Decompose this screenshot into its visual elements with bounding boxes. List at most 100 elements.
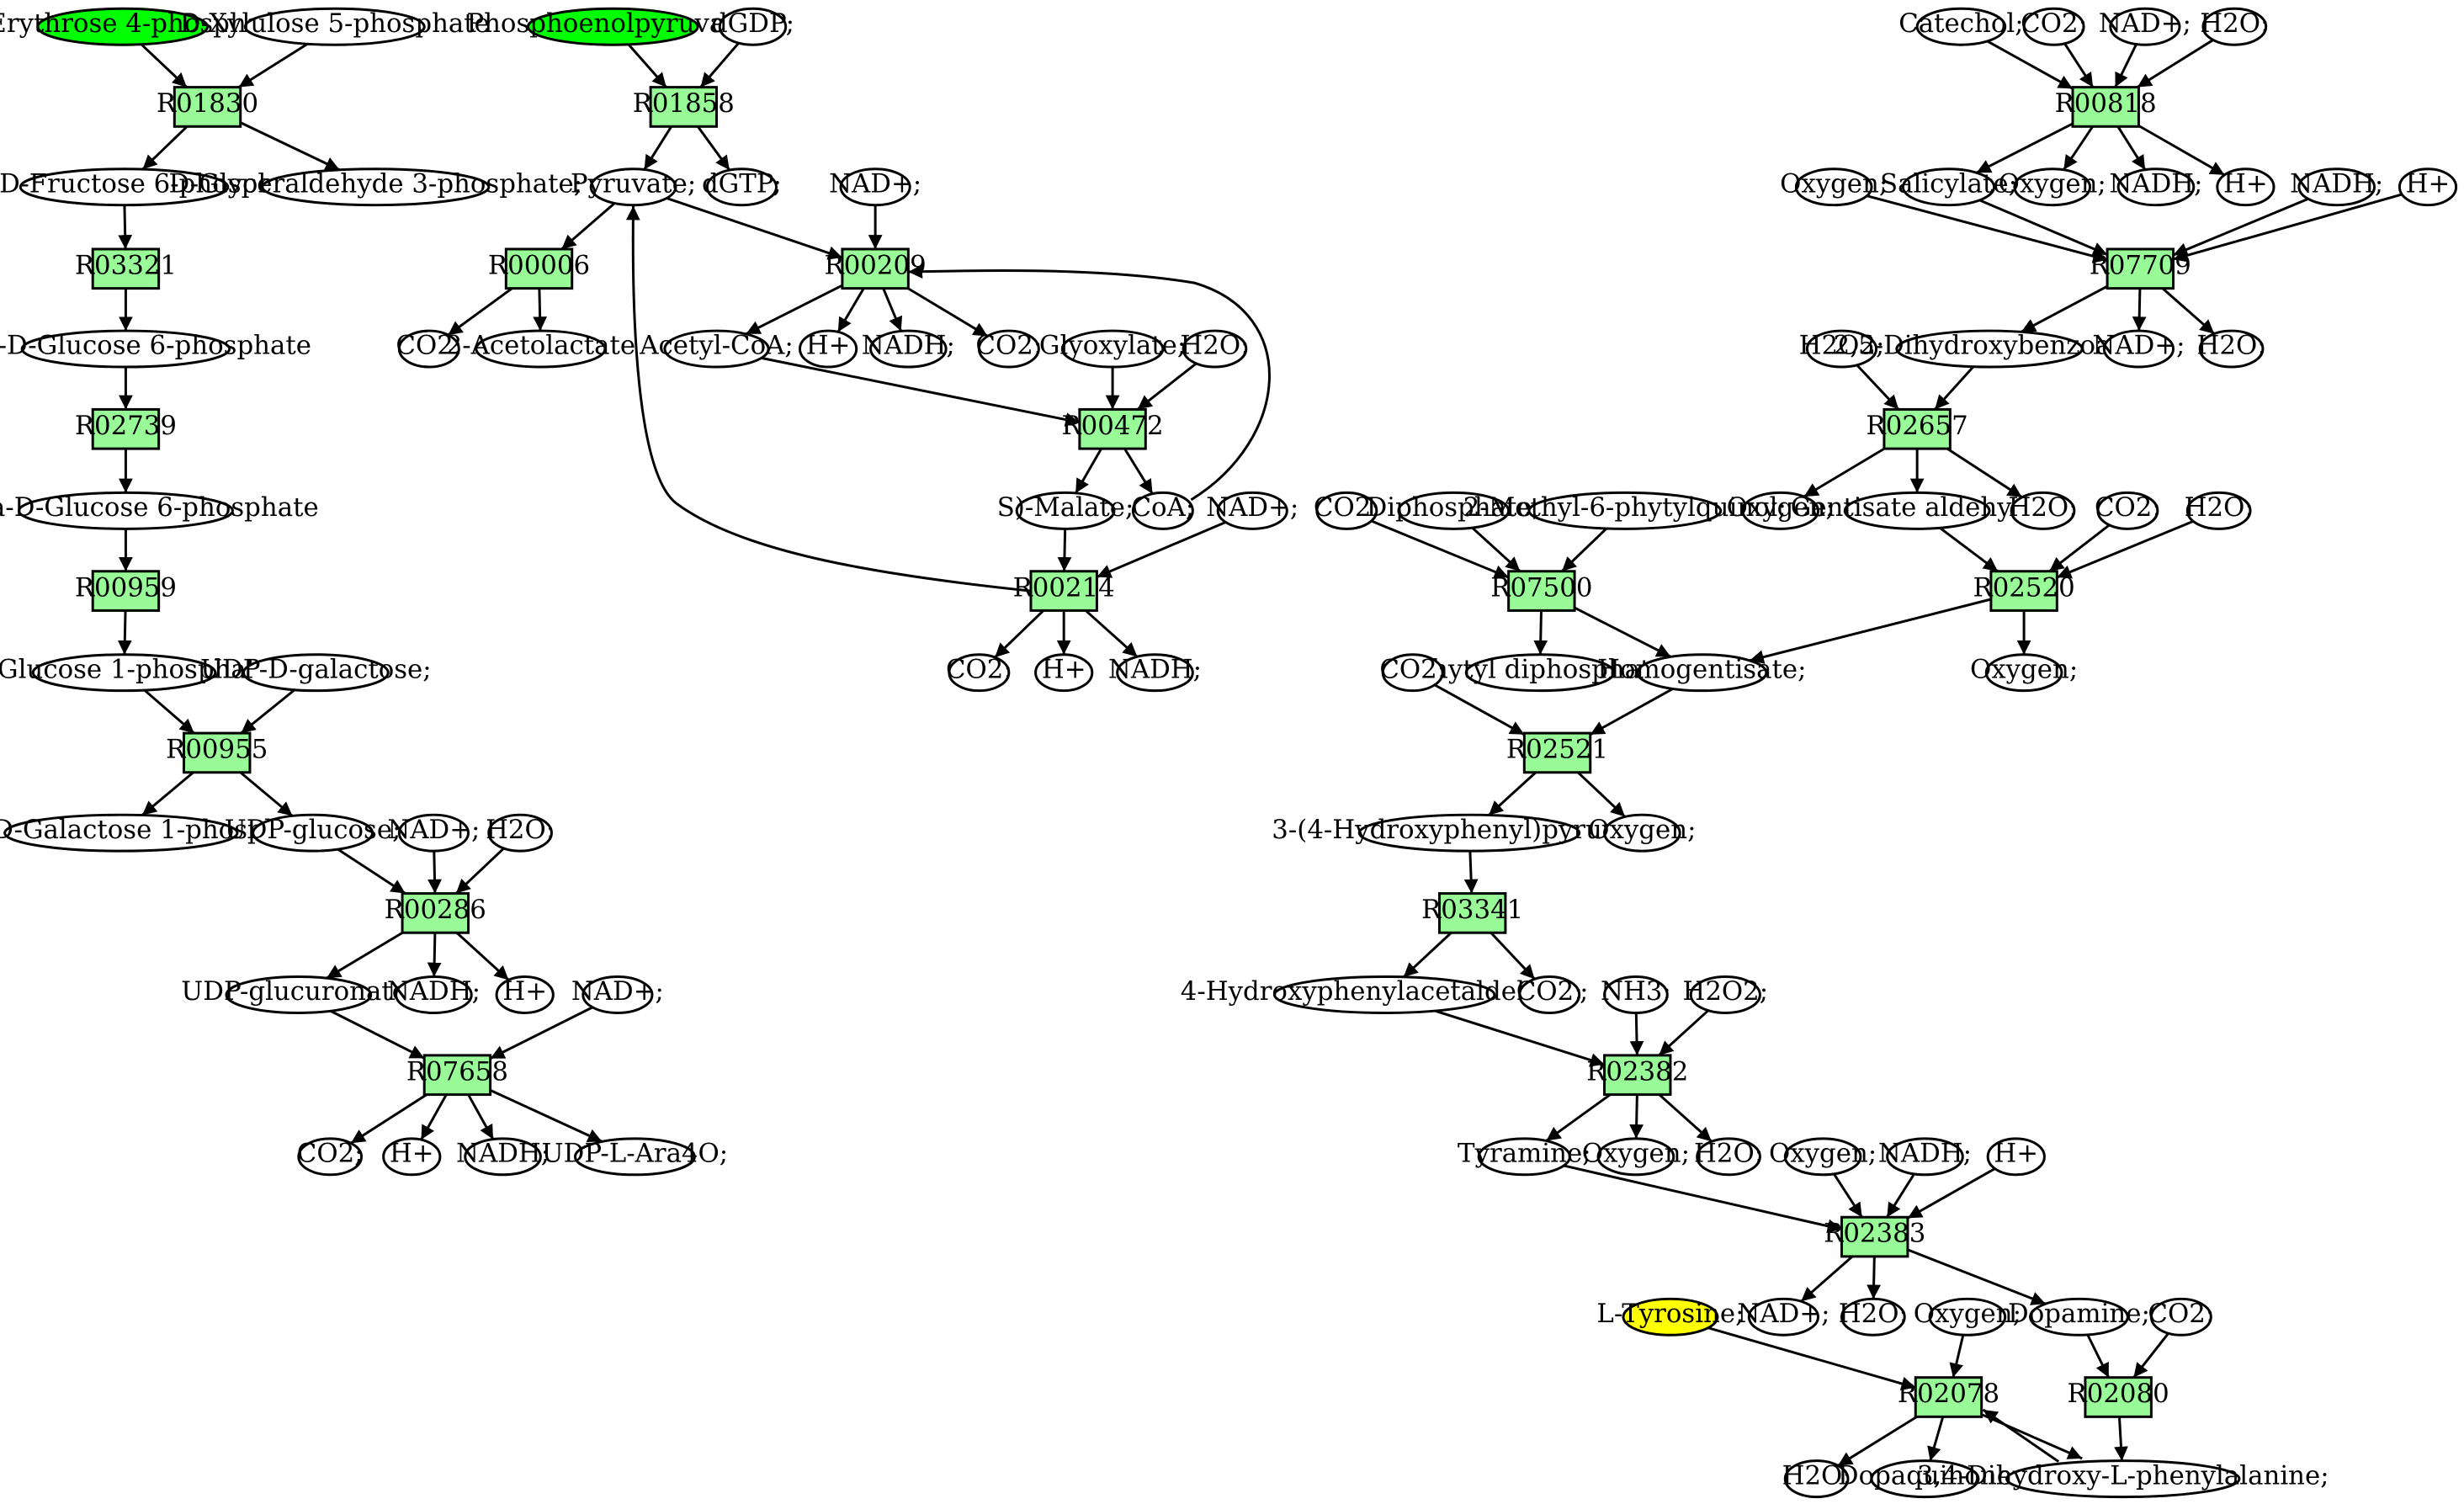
metabolite-node-oxygen_e[interactable]: Oxygen; (1588, 813, 1696, 853)
metabolite-node-phytyl[interactable]: Phytyl diphosphate (1414, 653, 1666, 693)
metabolite-node-aglc6p[interactable]: alpha-D-Glucose 6-phosphate (0, 491, 319, 530)
reaction-node-r00818[interactable]: R00818 (2055, 86, 2157, 128)
metabolite-node-bfru6p[interactable]: beta-D-Fructose 6-phosphate (0, 167, 316, 207)
metabolite-node-oxygen_g[interactable]: Oxygen; (1769, 1137, 1877, 1177)
metabolite-node-co2_f[interactable]: CO2; (2095, 491, 2161, 530)
metabolite-node-udpara[interactable]: UDP-L-Ara4O; (542, 1137, 729, 1177)
metabolite-node-oxygen_d[interactable]: Oxygen; (1970, 653, 2078, 693)
metabolite-node-h2o_e[interactable]: H2O; (2008, 491, 2078, 530)
metabolite-node-h2o_a[interactable]: H2O; (486, 813, 555, 853)
reaction-node-r02521[interactable]: R02521 (1506, 731, 1608, 774)
metabolite-node-co2_b[interactable]: CO2; (396, 329, 462, 369)
metabolite-node-h_a[interactable]: H+ (495, 975, 555, 1014)
metabolite-node-co2_i[interactable]: CO2; (1516, 975, 1583, 1014)
metabolite-node-oxygen_h[interactable]: Oxygen; (1914, 1297, 2021, 1337)
metabolite-node-nadh_a[interactable]: NADH; (387, 975, 481, 1014)
metabolite-node-nad_g[interactable]: NAD+; (1737, 1297, 1829, 1337)
metabolite-node-glyoxylate[interactable]: Glyoxylate; (1039, 329, 1186, 369)
metabolite-node-h_g[interactable]: H+ (1986, 1137, 2046, 1177)
metabolite-node-co2_d[interactable]: CO2; (946, 653, 1012, 693)
metabolite-node-dglyc3p[interactable]: D-Glyceraldehyde 3-phosphate; (169, 167, 583, 207)
metabolite-node-mpq[interactable]: 2-Methyl-6-phytylquinol; (1463, 491, 1787, 530)
metabolite-node-dgdp[interactable]: dGDP; (711, 7, 794, 46)
metabolite-node-h2o_c[interactable]: H2O; (2200, 7, 2269, 46)
metabolite-node-nad_b[interactable]: NAD+; (571, 975, 664, 1014)
metabolite-node-nad_f[interactable]: NAD+; (2092, 329, 2185, 369)
metabolite-node-udpglc[interactable]: UDP-glucose; (225, 813, 401, 853)
metabolite-node-oxygen_f[interactable]: Oxygen; (1582, 1137, 1690, 1177)
reaction-node-r00472[interactable]: R00472 (1061, 407, 1164, 450)
metabolite-node-dopaquinone[interactable]: Dopaquinone (1838, 1459, 2012, 1499)
reaction-node-r02657[interactable]: R02657 (1867, 407, 1968, 450)
metabolite-node-acetolactate[interactable]: 2-Acetolactate (446, 329, 635, 369)
metabolite-node-nadh_c[interactable]: NADH; (862, 329, 955, 369)
reaction-node-r01830[interactable]: R01830 (157, 86, 258, 128)
metabolite-node-oxygen_c[interactable]: Oxygen; (1727, 491, 1835, 530)
reaction-node-r00955[interactable]: R00955 (166, 731, 268, 774)
reaction-node-r02739[interactable]: R02739 (75, 407, 177, 450)
metabolite-node-h2o_b[interactable]: H2O; (1180, 329, 1249, 369)
metabolite-node-dglc1p[interactable]: D-Glucose 1-phosphate; (0, 653, 281, 693)
reaction-node-r01858[interactable]: R01858 (633, 86, 735, 128)
reaction-node-r02520[interactable]: R02520 (1973, 570, 2075, 612)
reaction-node-r07658[interactable]: R07658 (406, 1054, 508, 1097)
reaction-node-r00209[interactable]: R00209 (825, 247, 927, 290)
metabolite-node-nadh_d[interactable]: NADH; (1108, 653, 1202, 693)
metabolite-node-ltyr[interactable]: L-Tyrosine; (1596, 1297, 1744, 1337)
reaction-node-r02383[interactable]: R02383 (1824, 1215, 1925, 1258)
reaction-node-r02382[interactable]: R02382 (1586, 1054, 1688, 1097)
metabolite-node-h_d[interactable]: H+ (1034, 653, 1094, 693)
reaction-node-r02080[interactable]: R02080 (2068, 1376, 2169, 1418)
metabolite-node-salicylate[interactable]: Salicylate; (1880, 167, 2017, 207)
metabolite-node-catechol[interactable]: Catechol; (1898, 7, 2024, 46)
metabolite-node-pyruvate[interactable]: Pyruvate; (571, 167, 696, 207)
metabolite-node-nad_d[interactable]: NAD+; (1206, 491, 1298, 530)
metabolite-node-dgtp[interactable]: dGTP; (702, 167, 782, 207)
metabolite-node-smalate[interactable]: S)-Malate; (997, 491, 1134, 530)
metabolite-node-h_e[interactable]: H+ (2216, 167, 2275, 207)
metabolite-node-oxygen_a[interactable]: Oxygen; (1780, 167, 1888, 207)
metabolite-node-co2_h[interactable]: CO2; (1379, 653, 1446, 693)
metabolite-node-h_c[interactable]: H+ (799, 329, 858, 369)
reaction-node-r00214[interactable]: R00214 (1013, 570, 1115, 612)
metabolite-node-co2_j[interactable]: CO2; (2148, 1297, 2214, 1337)
reaction-node-r03321[interactable]: R03321 (75, 247, 177, 290)
metabolite-node-nh3[interactable]: NH3; (1601, 975, 1671, 1014)
metabolite-node-pep[interactable]: Phosphoenolpyruvate; (466, 7, 759, 46)
metabolite-node-oxygen_b[interactable]: Oxygen; (1999, 167, 2106, 207)
metabolite-node-h2o_d[interactable]: H2O; (2197, 329, 2266, 369)
metabolite-node-h_b[interactable]: H+ (382, 1137, 442, 1177)
reaction-node-r02078[interactable]: R02078 (1898, 1376, 1999, 1418)
metabolite-node-dopamine[interactable]: Dopamine; (2008, 1297, 2150, 1337)
metabolite-node-co2_g[interactable]: CO2; (1314, 491, 1380, 530)
metabolite-node-nadh_b[interactable]: NADH; (456, 1137, 550, 1177)
metabolite-node-udpglcur[interactable]: UDP-glucuronate; (181, 975, 416, 1014)
metabolite-node-xylulose[interactable]: D-Xylulose 5-phosphate (180, 7, 490, 46)
reaction-node-r07709[interactable]: R07709 (2090, 247, 2191, 290)
metabolite-node-hpp[interactable]: 3-(4-Hydroxyphenyl)pyruvate; (1272, 813, 1667, 853)
reaction-node-r00959[interactable]: R00959 (75, 570, 177, 612)
metabolite-node-coa[interactable]: CoA; (1131, 491, 1194, 530)
metabolite-node-h2o_g[interactable]: H2O; (1694, 1137, 1763, 1177)
metabolite-node-nadh_f[interactable]: NADH; (2290, 167, 2383, 207)
metabolite-node-erythrose[interactable]: D-Erythrose 4-phosphate (0, 7, 288, 46)
metabolite-node-h2o_i[interactable]: H2O; (1782, 1459, 1851, 1499)
reaction-node-r00286[interactable]: R00286 (385, 892, 486, 934)
metabolite-node-h2o2_a[interactable]: H2O2; (1799, 329, 1885, 369)
reaction-node-r07500[interactable]: R07500 (1490, 570, 1592, 612)
metabolite-node-nadh_e[interactable]: NADH; (2109, 167, 2203, 207)
metabolite-node-homogentisate[interactable]: Homogentisate; (1597, 653, 1806, 693)
metabolite-node-ldopa[interactable]: 3,4-Dihydroxy-L-phenylalanine; (1917, 1459, 2329, 1499)
metabolite-node-nad_e[interactable]: NAD+; (2099, 7, 2191, 46)
metabolite-node-acetylcoa[interactable]: Acetyl-CoA; (639, 329, 794, 369)
metabolite-node-nad_c[interactable]: NAD+; (829, 167, 921, 207)
metabolite-node-h2o_h[interactable]: H2O; (1839, 1297, 1908, 1337)
metabolite-node-bglc6p[interactable]: beta-D-Glucose 6-phosphate (0, 329, 311, 369)
metabolite-node-co2_a[interactable]: CO2; (297, 1137, 364, 1177)
metabolite-node-h2o2_b[interactable]: H2O2; (1682, 975, 1768, 1014)
metabolite-node-nad_a[interactable]: NAD+; (387, 813, 480, 853)
metabolite-node-dhb[interactable]: 2,5-Dihydroxybenzoate; (1834, 329, 2146, 369)
metabolite-node-gentisald[interactable]: Gentisate aldehyde (1791, 491, 2044, 530)
reaction-node-r00006[interactable]: R00006 (488, 247, 590, 290)
metabolite-node-tyramine[interactable]: Tyramine; (1458, 1137, 1591, 1177)
